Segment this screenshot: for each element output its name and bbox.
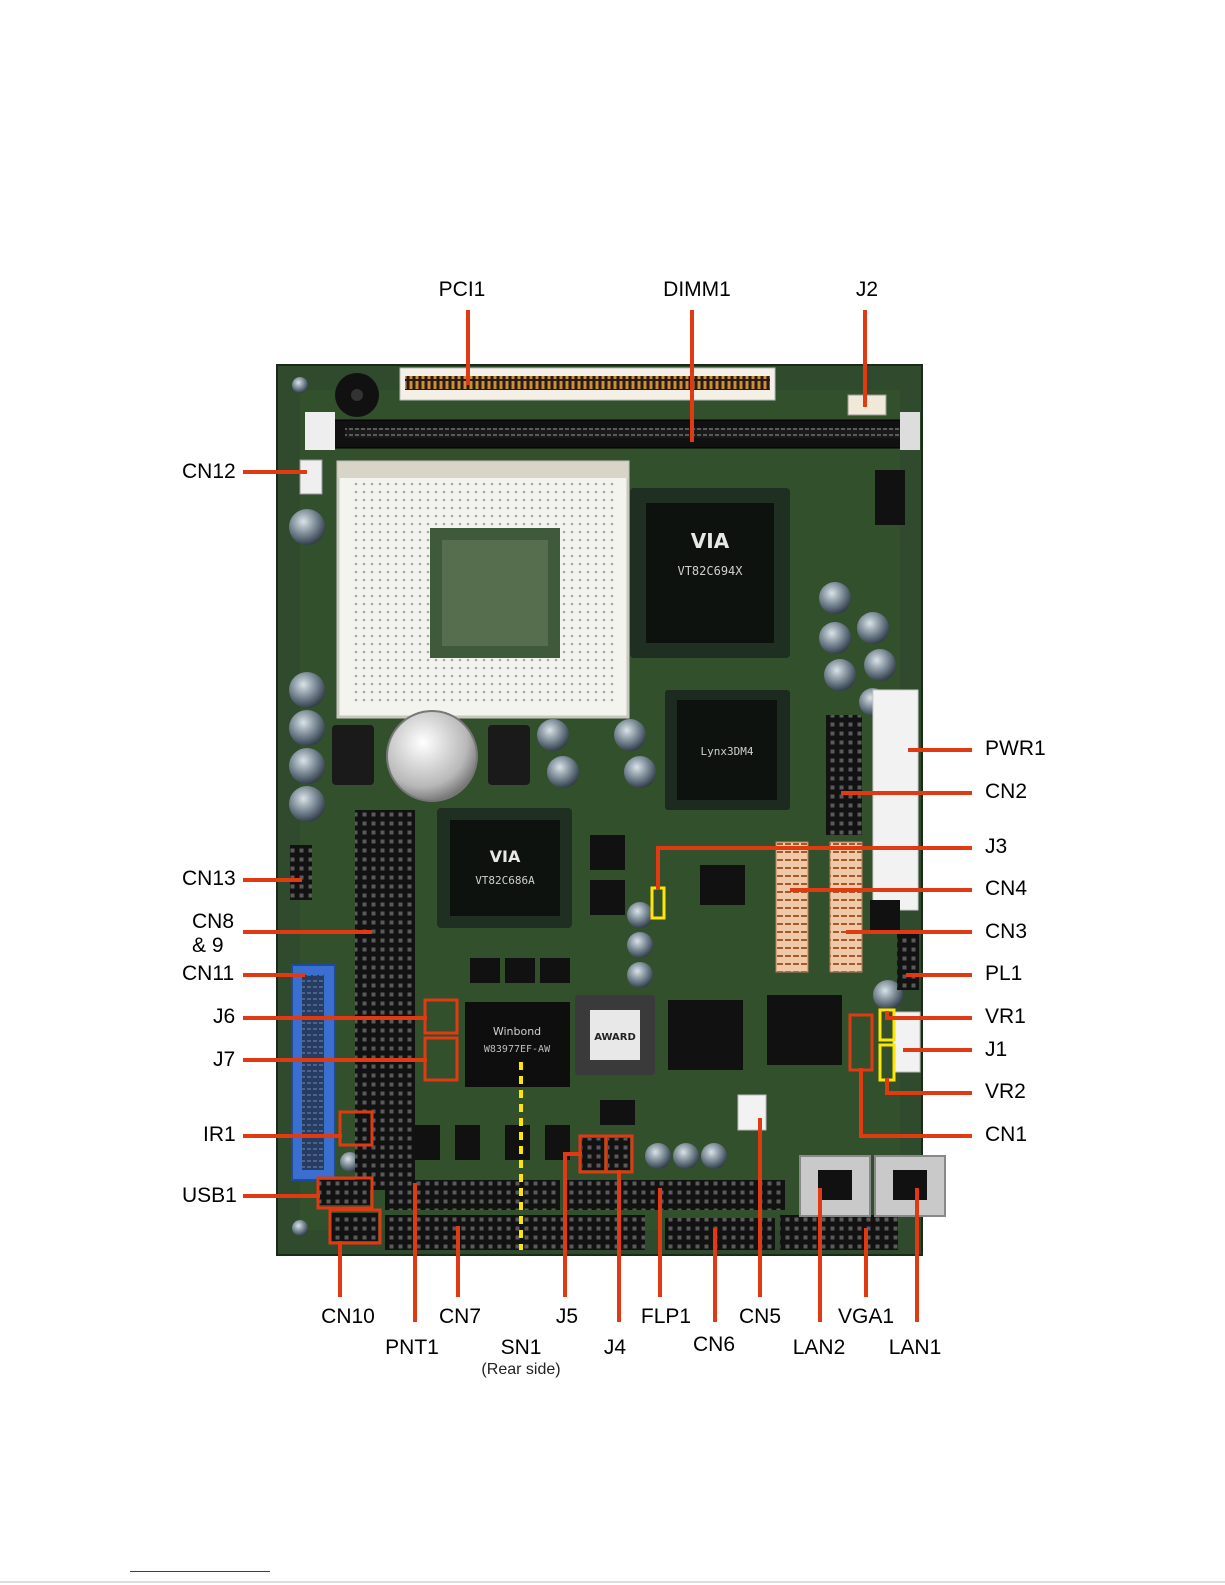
label-cn2: CN2 [985,780,1027,804]
label-pl1: PL1 [985,962,1022,986]
cn13-header [290,845,312,900]
label-cn10: CN10 [321,1305,375,1329]
label-sn1: SN1 [501,1336,542,1360]
cn4-slot [776,842,808,972]
label-usb1: USB1 [182,1184,237,1208]
cn12-connector [300,460,322,494]
cn8-9-header [355,810,415,1190]
label-cn6: CN6 [693,1333,735,1357]
svg-text:VIA: VIA [490,847,521,866]
usb1-header [318,1180,370,1205]
label-vr2: VR2 [985,1080,1026,1104]
label-lan1: LAN1 [889,1336,942,1360]
video-chip-text: Lynx3DM4 [701,745,754,758]
label-cn8-9-line1: CN8 [192,910,234,934]
label-j6: J6 [213,1005,235,1029]
label-sn1-note: (Rear side) [481,1361,560,1379]
cn3-slot [830,842,862,972]
label-cn5: CN5 [739,1305,781,1329]
label-pnt1: PNT1 [385,1336,439,1360]
bios-text: AWARD [594,1032,636,1043]
label-cn3: CN3 [985,920,1027,944]
pwr1-connector [873,690,918,910]
cmos-battery [387,711,477,801]
north-bridge-text: VT82C694X [677,564,743,578]
label-cn7: CN7 [439,1305,481,1329]
vga1-header [780,1215,898,1250]
label-cn4: CN4 [985,877,1027,901]
south-bridge-text: VT82C686A [475,874,535,887]
label-j7: J7 [213,1048,235,1072]
label-cn11: CN11 [182,962,234,986]
label-ir1: IR1 [203,1123,236,1147]
lan-chip-1 [668,1000,743,1070]
label-j3: J3 [985,835,1007,859]
pl1-header [897,930,919,990]
label-cn13: CN13 [182,867,236,891]
label-cn12: CN12 [182,460,236,484]
label-pci1: PCI1 [439,278,486,302]
label-pwr1: PWR1 [985,737,1046,761]
svg-text:VIA: VIA [691,529,730,553]
pnt1-header [385,1180,560,1210]
footer-link-underline[interactable] [130,1571,270,1572]
flp1-header [565,1180,785,1210]
j1-connector [893,1012,920,1072]
label-vr1: VR1 [985,1005,1026,1029]
label-vga1: VGA1 [838,1305,894,1329]
svg-text:Winbond: Winbond [493,1025,541,1038]
label-lan2: LAN2 [793,1336,846,1360]
cn7-header [385,1215,645,1250]
label-j5: J5 [556,1305,578,1329]
label-cn8-9-line2: & 9 [192,934,224,958]
label-dimm1: DIMM1 [663,278,731,302]
superio-text: W83977EF-AW [484,1044,551,1055]
label-j2: J2 [856,278,878,302]
cn2-header [826,715,862,835]
lan-chip-2 [767,995,842,1065]
label-cn1: CN1 [985,1123,1027,1147]
label-j1: J1 [985,1038,1007,1062]
cn10-header [330,1213,378,1241]
label-flp1: FLP1 [641,1305,691,1329]
label-j4: J4 [604,1336,626,1360]
